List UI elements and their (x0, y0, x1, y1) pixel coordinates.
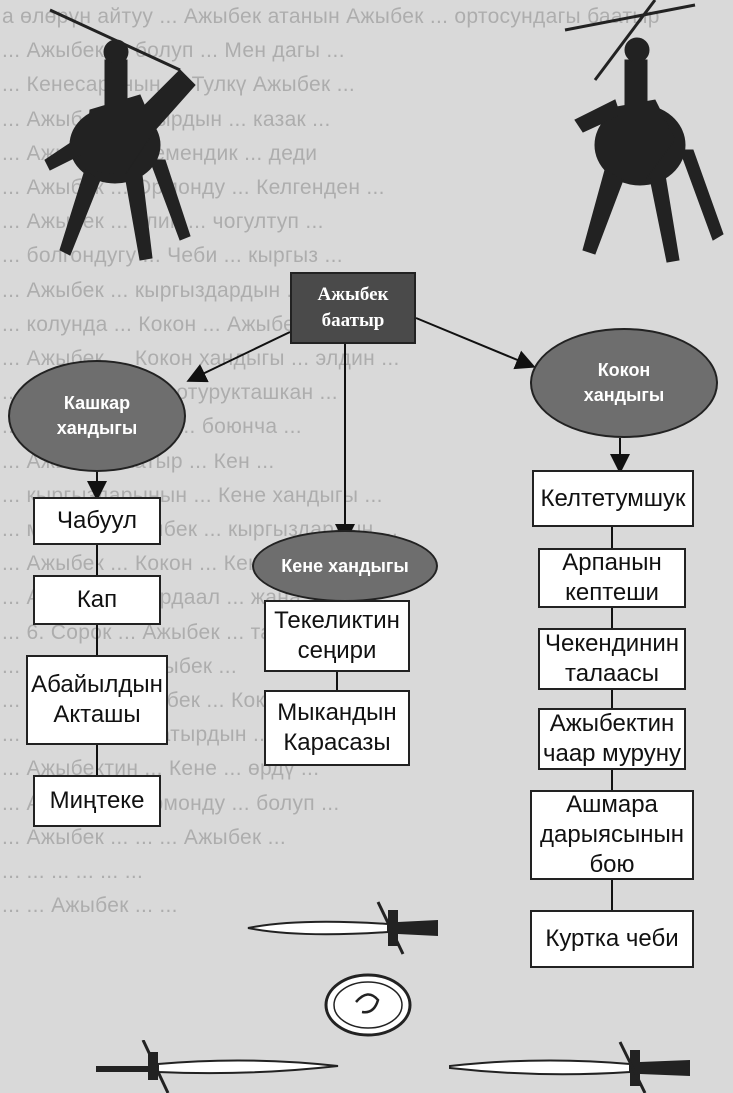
bg-line: ... Ажыбектин ... Кене ... өрдү ... (2, 757, 320, 781)
place-label: Куртка чеби (545, 925, 679, 952)
shield-icon (324, 973, 412, 1037)
place-box: Чекендинин талаасы (538, 628, 686, 690)
place-label: Келтетумшук (540, 484, 686, 512)
place-box: Чабуул (33, 497, 161, 545)
kene-label: Кене хандыгы (281, 555, 409, 576)
place-box: Кап (33, 575, 161, 625)
place-label: Арпанын (562, 549, 662, 576)
bg-line: ... Ажыбек ... Кокон ... Кене ... (2, 552, 297, 576)
bg-line: ... колунда ... Кокон ... Ажыбек ... (2, 312, 330, 336)
node-kene-khanate: Кене хандыгы (252, 530, 438, 602)
place-label: талаасы (564, 660, 659, 687)
place-label: Чекендинин (544, 630, 680, 657)
place-label: Ашмара (566, 791, 658, 818)
bg-line: ... ... Ажыбек ... ... (2, 894, 178, 918)
sword-icon (449, 1041, 690, 1093)
place-label: Чабуул (56, 507, 138, 534)
place-label: чаар муруну (542, 740, 682, 767)
kashgar-label-line1: Кашкар (63, 393, 131, 413)
root-label-line2: баатыр (321, 310, 385, 331)
root-label-line1: Ажыбек (317, 284, 389, 305)
place-label: дарыясынын (540, 821, 684, 848)
root-node-ajybek-baatyr: Ажыбек баатыр (290, 272, 416, 344)
bg-line: ... Ажыбек ... болуп ... Мен дагы ... (2, 39, 345, 63)
place-label: сеңири (297, 637, 377, 664)
arrow-root-kokon (415, 317, 536, 370)
horse-rider-left-illustration (44, 8, 196, 261)
place-label: Акташы (53, 701, 141, 728)
place-label: Миңтеке (49, 787, 145, 814)
place-label: Ажыбектин (549, 710, 675, 737)
horse-rider-right-illustration (564, 0, 724, 263)
arrow-root-kashgar (186, 331, 291, 383)
bg-line: ... 6. Сорок ... Ажыбек ... тарыхы ... (2, 620, 351, 644)
bg-line: ... болгондугу ... Чеби ... кыргыз ... (2, 244, 343, 268)
kashgar-label-line2: хандыгы (56, 418, 138, 438)
sword-icon (247, 901, 438, 955)
place-box: Арпанын кептеши (538, 548, 686, 608)
place-label: Текеликтин (274, 607, 400, 634)
bg-line: а өлөрүн айтуу ... Ажыбек атанын Ажыбек … (2, 5, 660, 28)
kokon-label-line2: хандыгы (583, 385, 665, 405)
place-box: Ажыбектин чаар муруну (538, 708, 686, 770)
place-box: Ашмара дарыясынын бою (530, 790, 694, 880)
place-label: кептеши (565, 579, 659, 606)
bg-line: ... ... ... ... ... ... (2, 860, 144, 884)
place-box: Абайылдын Акташы (26, 655, 168, 745)
sword-icon (96, 1040, 339, 1093)
place-box: Куртка чеби (530, 910, 694, 968)
place-label: Кап (76, 586, 118, 613)
place-label: бою (589, 851, 635, 878)
place-box: Миңтеке (33, 775, 161, 827)
place-label: Карасазы (283, 729, 391, 756)
node-kokon-khanate: Кокон хандыгы (530, 328, 718, 438)
place-label: Мыкандын (277, 699, 397, 726)
place-box: Текеликтин сеңири (264, 600, 410, 672)
place-label: Абайылдын (31, 671, 163, 698)
place-box: Келтетумшук (532, 470, 694, 527)
place-box: Мыкандын Карасазы (264, 690, 410, 766)
node-kashgar-khanate: Кашкар хандыгы (8, 360, 186, 472)
kokon-label-line1: Кокон (597, 360, 651, 380)
bg-line: ... Ажыбек ... ... ... Ажыбек ... (2, 825, 287, 849)
